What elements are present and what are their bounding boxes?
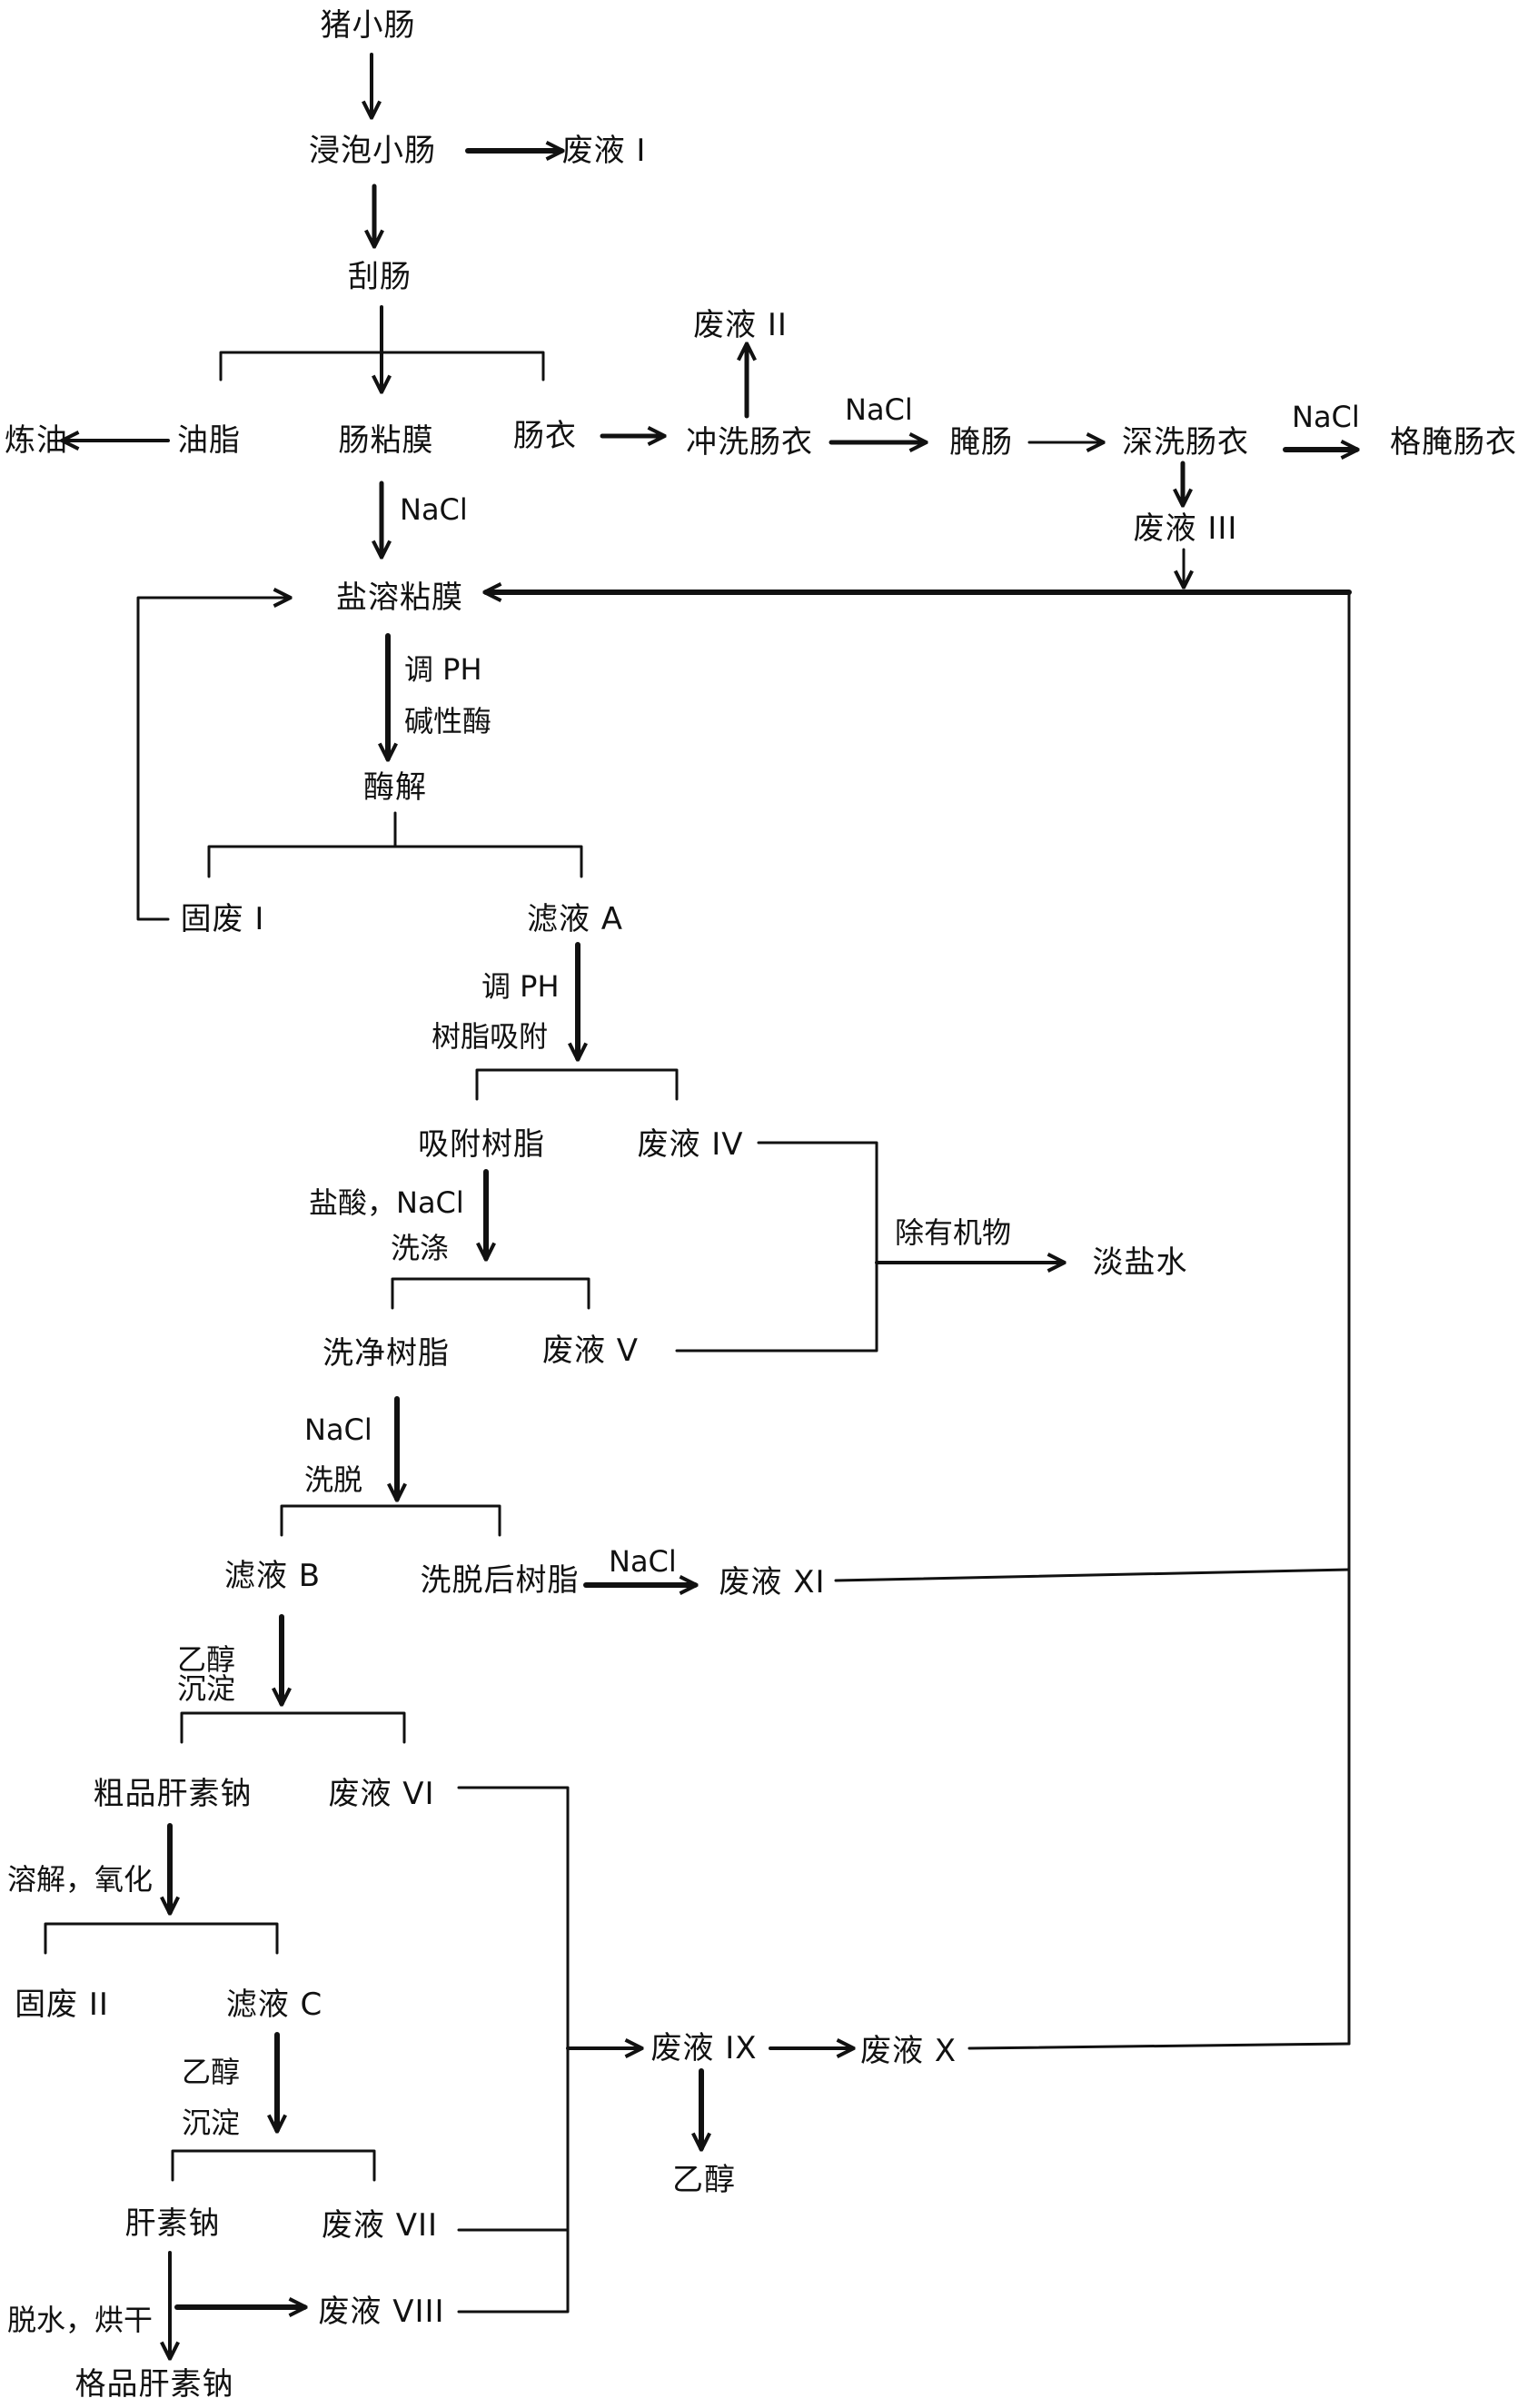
node-waste-liquid-4: 废液 IV bbox=[637, 1126, 744, 1163]
node-refined-oil: 炼油 bbox=[5, 422, 68, 459]
node-waste-liquid-10: 废液 X bbox=[859, 2033, 957, 2069]
label-elution: 洗脱 bbox=[304, 1462, 363, 1497]
node-filtrate-b: 滤液 B bbox=[223, 1558, 322, 1594]
node-scrape: 刮肠 bbox=[348, 259, 412, 295]
node-waste-liquid-6: 废液 VI bbox=[328, 1776, 435, 1812]
split-bracket-precip1 bbox=[180, 1711, 406, 1744]
label-washing: 洗涤 bbox=[391, 1231, 450, 1265]
waste4-connector bbox=[757, 1141, 878, 1351]
node-waste-liquid-9: 废液 IX bbox=[650, 2030, 758, 2066]
node-waste-liquid-1: 废液 I bbox=[561, 133, 647, 169]
label-precipitation-1: 沉淀 bbox=[177, 1671, 236, 1706]
node-deep-washed-casing: 深洗肠衣 bbox=[1122, 424, 1249, 461]
node-heparin: 肝素钠 bbox=[124, 2205, 221, 2242]
label-nacl-resin: NaCl bbox=[609, 1544, 677, 1579]
label-dissolve-oxidize: 溶解，氧化 bbox=[7, 1862, 154, 1897]
node-rinsed-casing: 冲洗肠衣 bbox=[686, 424, 813, 461]
label-ethanol-1: 乙醇 bbox=[177, 1642, 236, 1677]
label-resin-adsorption: 树脂吸附 bbox=[432, 1019, 549, 1054]
node-casing: 肠衣 bbox=[513, 418, 577, 454]
node-solid-waste-2: 固废 II bbox=[15, 1987, 109, 2023]
split-bracket-wash bbox=[391, 1277, 590, 1310]
node-waste-liquid-3: 废液 III bbox=[1133, 510, 1238, 547]
label-nacl-mucosa: NaCl bbox=[400, 492, 468, 527]
label-hcl-nacl: 盐酸，NaCl bbox=[309, 1185, 464, 1220]
label-alkaline-enzyme: 碱性酶 bbox=[404, 704, 492, 738]
node-filtrate-c: 滤液 C bbox=[225, 1987, 323, 2023]
waste11-connector bbox=[834, 1568, 1351, 1582]
label-nacl-rinse: NaCl bbox=[845, 392, 913, 427]
node-solid-waste-1: 固废 I bbox=[180, 901, 265, 937]
loop-solid-waste1 bbox=[136, 598, 289, 921]
node-waste-liquid-11: 废液 XI bbox=[719, 1564, 826, 1600]
label-precipitation-2: 沉淀 bbox=[182, 2106, 241, 2140]
label-remove-organics: 除有机物 bbox=[895, 1215, 1012, 1250]
node-waste-liquid-5: 废液 V bbox=[541, 1333, 640, 1369]
label-nacl-elution: NaCl bbox=[304, 1412, 372, 1447]
node-waste-liquid-8: 废液 VIII bbox=[318, 2294, 445, 2330]
node-waste-liquid-7: 废液 VII bbox=[321, 2207, 439, 2244]
node-crude-heparin: 粗品肝素钠 bbox=[93, 1776, 253, 1812]
node-enzymolysis: 酶解 bbox=[363, 769, 427, 806]
node-eluted-resin: 洗脱后树脂 bbox=[420, 1562, 580, 1599]
node-qualified-salted-casing: 格腌肠衣 bbox=[1390, 424, 1517, 461]
label-adjust-ph-1: 调 PH bbox=[404, 652, 482, 687]
split-bracket-elute bbox=[280, 1504, 501, 1537]
node-salt-mucosa: 盐溶粘膜 bbox=[336, 580, 463, 616]
split-bracket-dissolve bbox=[44, 1922, 279, 1955]
waste6-connector bbox=[457, 1786, 570, 2314]
node-adsorbed-resin: 吸附树脂 bbox=[418, 1126, 545, 1163]
node-desalted-water: 淡盐水 bbox=[1092, 1244, 1188, 1281]
node-pig-intestine: 猪小肠 bbox=[320, 7, 416, 44]
node-ethanol-recovered: 乙醇 bbox=[672, 2162, 736, 2198]
waste5-connector bbox=[675, 1261, 878, 1353]
label-ethanol-2: 乙醇 bbox=[182, 2055, 241, 2089]
split-bracket-scrape bbox=[219, 351, 545, 382]
split-bracket-resin bbox=[475, 1068, 679, 1101]
split-bracket-precip2 bbox=[171, 2149, 376, 2182]
node-washed-resin: 洗净树脂 bbox=[322, 1335, 450, 1372]
label-adjust-ph-2: 调 PH bbox=[481, 969, 560, 1004]
label-nacl-deep: NaCl bbox=[1292, 400, 1360, 434]
node-soaked-intestine: 浸泡小肠 bbox=[309, 133, 436, 169]
label-dehydrate-dry: 脱水，烘干 bbox=[7, 2303, 154, 2337]
waste10-connector bbox=[967, 2042, 1351, 2050]
node-waste-liquid-2: 废液 II bbox=[693, 307, 788, 343]
split-bracket-enzyme bbox=[207, 845, 583, 878]
node-salted-intestine: 腌肠 bbox=[949, 424, 1013, 461]
node-fat: 油脂 bbox=[177, 422, 241, 459]
node-intestinal-mucosa: 肠粘膜 bbox=[338, 422, 434, 459]
node-qualified-heparin: 格品肝素钠 bbox=[74, 2366, 234, 2403]
node-filtrate-a: 滤液 A bbox=[526, 901, 624, 937]
